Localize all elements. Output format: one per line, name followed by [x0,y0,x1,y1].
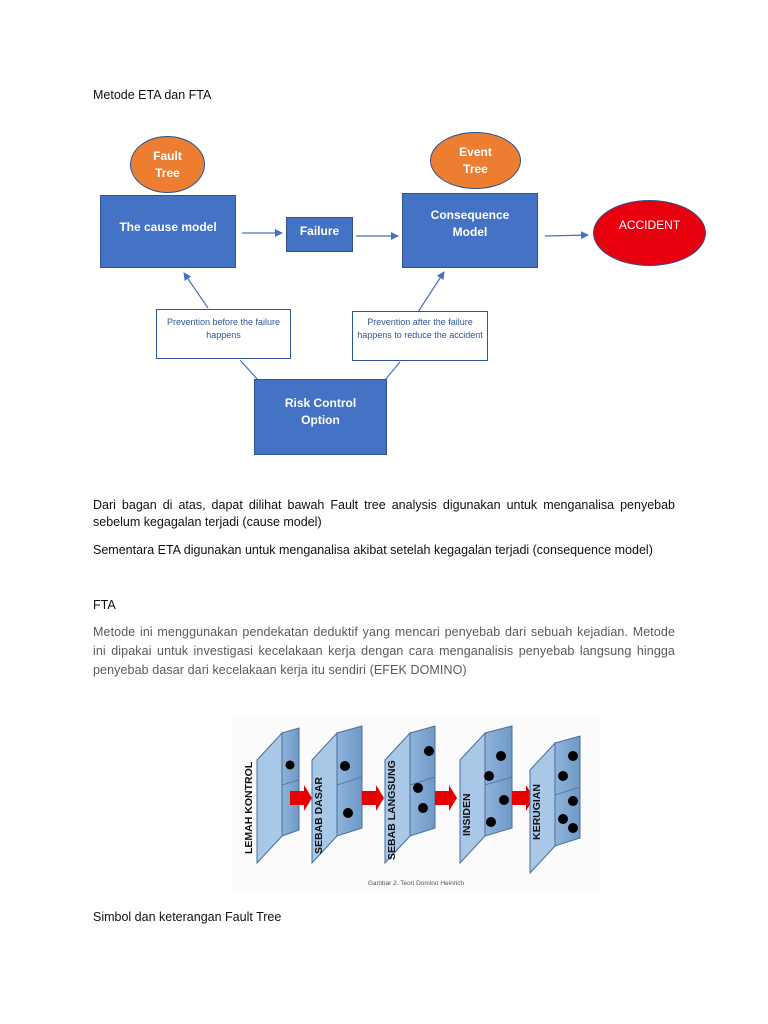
prevention-before-box: Prevention before the failure happens [156,309,291,359]
domino-figure: LEMAH KONTROL SEBAB DASAR SEBAB LANGSUNG [232,718,600,890]
domino-arrow-4 [512,785,534,811]
fta-heading: FTA [93,598,116,612]
arrow-consequence-to-accident [544,231,589,240]
arrow-prevention-before-up [183,272,209,309]
paragraph-eta: Sementara ETA digunakan untuk menganalis… [93,543,653,557]
tile-label-lemah-kontrol: LEMAH KONTROL [243,761,255,854]
prevention-after-box: Prevention after the failure happens to … [352,311,488,361]
domino-caption: Gambar 2. Teori Domino Heinrich [368,880,465,887]
domino-tile-insiden: INSIDEN [459,725,513,865]
tile-label-kerugian: KERUGIAN [531,784,543,840]
domino-tile-lemah-kontrol: LEMAH KONTROL [243,727,300,865]
risk-control-option-box: Risk Control Option [254,379,387,455]
arrow-prevention-after-up [417,271,445,313]
fta-paragraph: Metode ini menggunakan pendekatan dedukt… [93,625,675,677]
page-title: Metode ETA dan FTA [93,88,212,102]
domino-tile-kerugian: KERUGIAN [529,735,581,875]
fault-tree-symbols-heading: Simbol dan keterangan Fault Tree [93,910,282,924]
line-risk-to-before [239,359,259,381]
failure-box: Failure [286,217,353,252]
tile-label-sebab-langsung: SEBAB LANGSUNG [386,760,398,860]
line-risk-to-after [384,361,401,381]
diagram-connectors [183,229,589,381]
domino-arrow-2 [362,785,384,811]
domino-tile-sebab-dasar: SEBAB DASAR [311,725,363,865]
domino-arrow-1 [290,785,312,811]
domino-tile-sebab-langsung: SEBAB LANGSUNG [384,725,436,865]
paragraph-fault-tree: Dari bagan di atas, dapat dilihat bawah … [93,498,675,529]
cause-model-box: The cause model [100,195,236,268]
accident-oval: ACCIDENT [593,200,706,266]
event-tree-oval: Event Tree [430,132,521,189]
fault-tree-oval: Fault Tree [130,136,205,193]
tile-label-insiden: INSIDEN [461,793,473,836]
tile-label-sebab-dasar: SEBAB DASAR [313,777,325,854]
consequence-model-box: Consequence Model [402,193,538,268]
domino-arrow-3 [435,785,457,811]
